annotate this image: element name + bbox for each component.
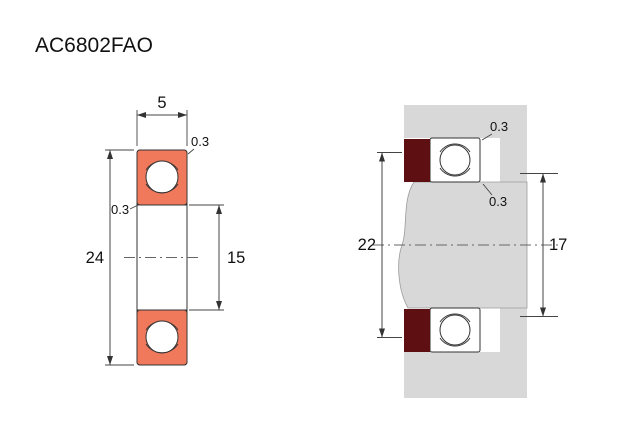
dim-chamfer-outer-label: 0.3 (191, 134, 209, 149)
cross-section-view: 5 0.3 0.3 24 15 (86, 94, 245, 366)
seal-bottom (404, 309, 430, 352)
dim-outer-diameter: 24 (86, 149, 134, 366)
ball-bottom (145, 320, 179, 354)
dim-mount-chamfer-inner-label: 0.3 (489, 194, 507, 209)
dim-bore-diameter-label: 15 (227, 249, 245, 267)
dim-shaft-shoulder-label: 17 (549, 236, 567, 254)
ball-top (145, 160, 179, 194)
seal-top (404, 139, 430, 182)
dim-housing-shoulder: 22 (358, 152, 402, 338)
page-title: AC6802FAO (35, 34, 153, 57)
mounted-bearing-bottom (404, 307, 481, 353)
dim-shaft-shoulder: 17 (520, 173, 567, 317)
dim-mount-chamfer-outer: 0.3 (481, 119, 508, 141)
dim-outer-diameter-label: 24 (86, 249, 104, 267)
dim-housing-shoulder-label: 22 (358, 236, 376, 254)
dim-chamfer-outer: 0.3 (187, 134, 209, 155)
dim-mount-chamfer-outer-label: 0.3 (490, 119, 508, 134)
mounting-view: 22 17 0.3 0.3 (358, 105, 567, 398)
ball-top-mounted (439, 144, 471, 176)
mounted-bearing-top (404, 137, 481, 183)
dim-mount-chamfer-inner: 0.3 (482, 183, 507, 209)
dim-width-label: 5 (157, 94, 166, 112)
dim-chamfer-inner-label: 0.3 (111, 202, 129, 217)
dim-chamfer-inner: 0.3 (111, 202, 138, 217)
dim-bore-diameter: 15 (189, 204, 245, 311)
ball-bottom-mounted (439, 314, 471, 346)
dim-width: 5 (136, 94, 188, 146)
